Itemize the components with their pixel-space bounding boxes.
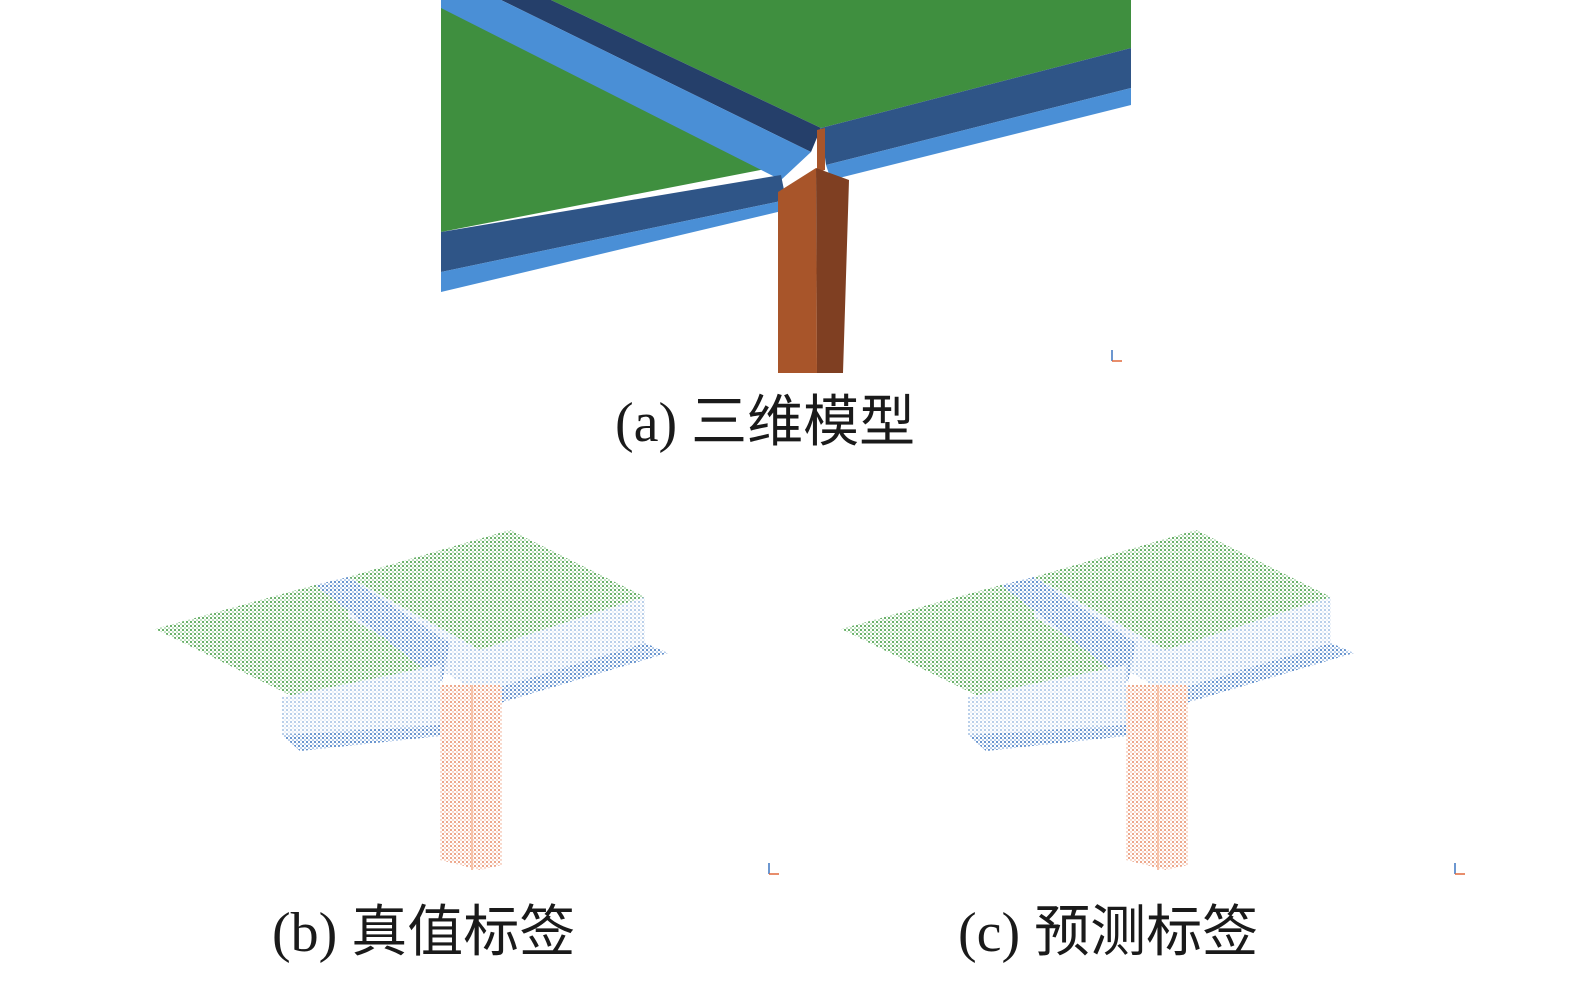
slab-right <box>551 0 1131 128</box>
slab-right-front <box>1166 597 1331 693</box>
beam-right-points <box>1166 643 1354 703</box>
beam-left-face-points <box>282 665 440 735</box>
beam-left-bottom-points <box>968 725 1136 751</box>
beam-left-bottom <box>441 200 786 292</box>
beam-left-bottom-points <box>282 725 450 751</box>
beam-right-face <box>821 48 1131 165</box>
slab-right-points <box>1034 530 1331 650</box>
beam-right-bottom <box>826 88 1131 180</box>
axis-triad-icon <box>768 863 779 875</box>
caption-a: (a) 三维模型 <box>615 392 916 454</box>
panel-a-3d-model <box>441 0 1131 375</box>
point-cloud-gt <box>155 530 668 870</box>
column-side <box>816 168 849 373</box>
column-front <box>778 168 817 373</box>
point-cloud-pred <box>841 530 1354 870</box>
beam-diagonal-points <box>315 577 450 683</box>
caption-b: (b) 真值标签 <box>272 902 576 964</box>
beam-left-face <box>441 175 786 272</box>
slab-right-points <box>348 530 645 650</box>
column-top-edge <box>817 128 825 172</box>
panel-b-ground-truth <box>150 525 790 885</box>
axis-triad-icon <box>1454 863 1465 875</box>
slab-right-front <box>480 597 645 693</box>
caption-c: (c) 预测标签 <box>958 902 1259 964</box>
axis-triad-icon <box>1111 350 1122 362</box>
panel-c-prediction <box>836 525 1476 885</box>
beam-diagonal-side <box>441 0 811 180</box>
bim-model-render <box>441 0 1131 373</box>
beam-left-face-points <box>968 665 1126 735</box>
beam-diagonal-points <box>1001 577 1136 683</box>
beam-diagonal-top <box>501 0 821 152</box>
beam-right-points <box>480 643 668 703</box>
